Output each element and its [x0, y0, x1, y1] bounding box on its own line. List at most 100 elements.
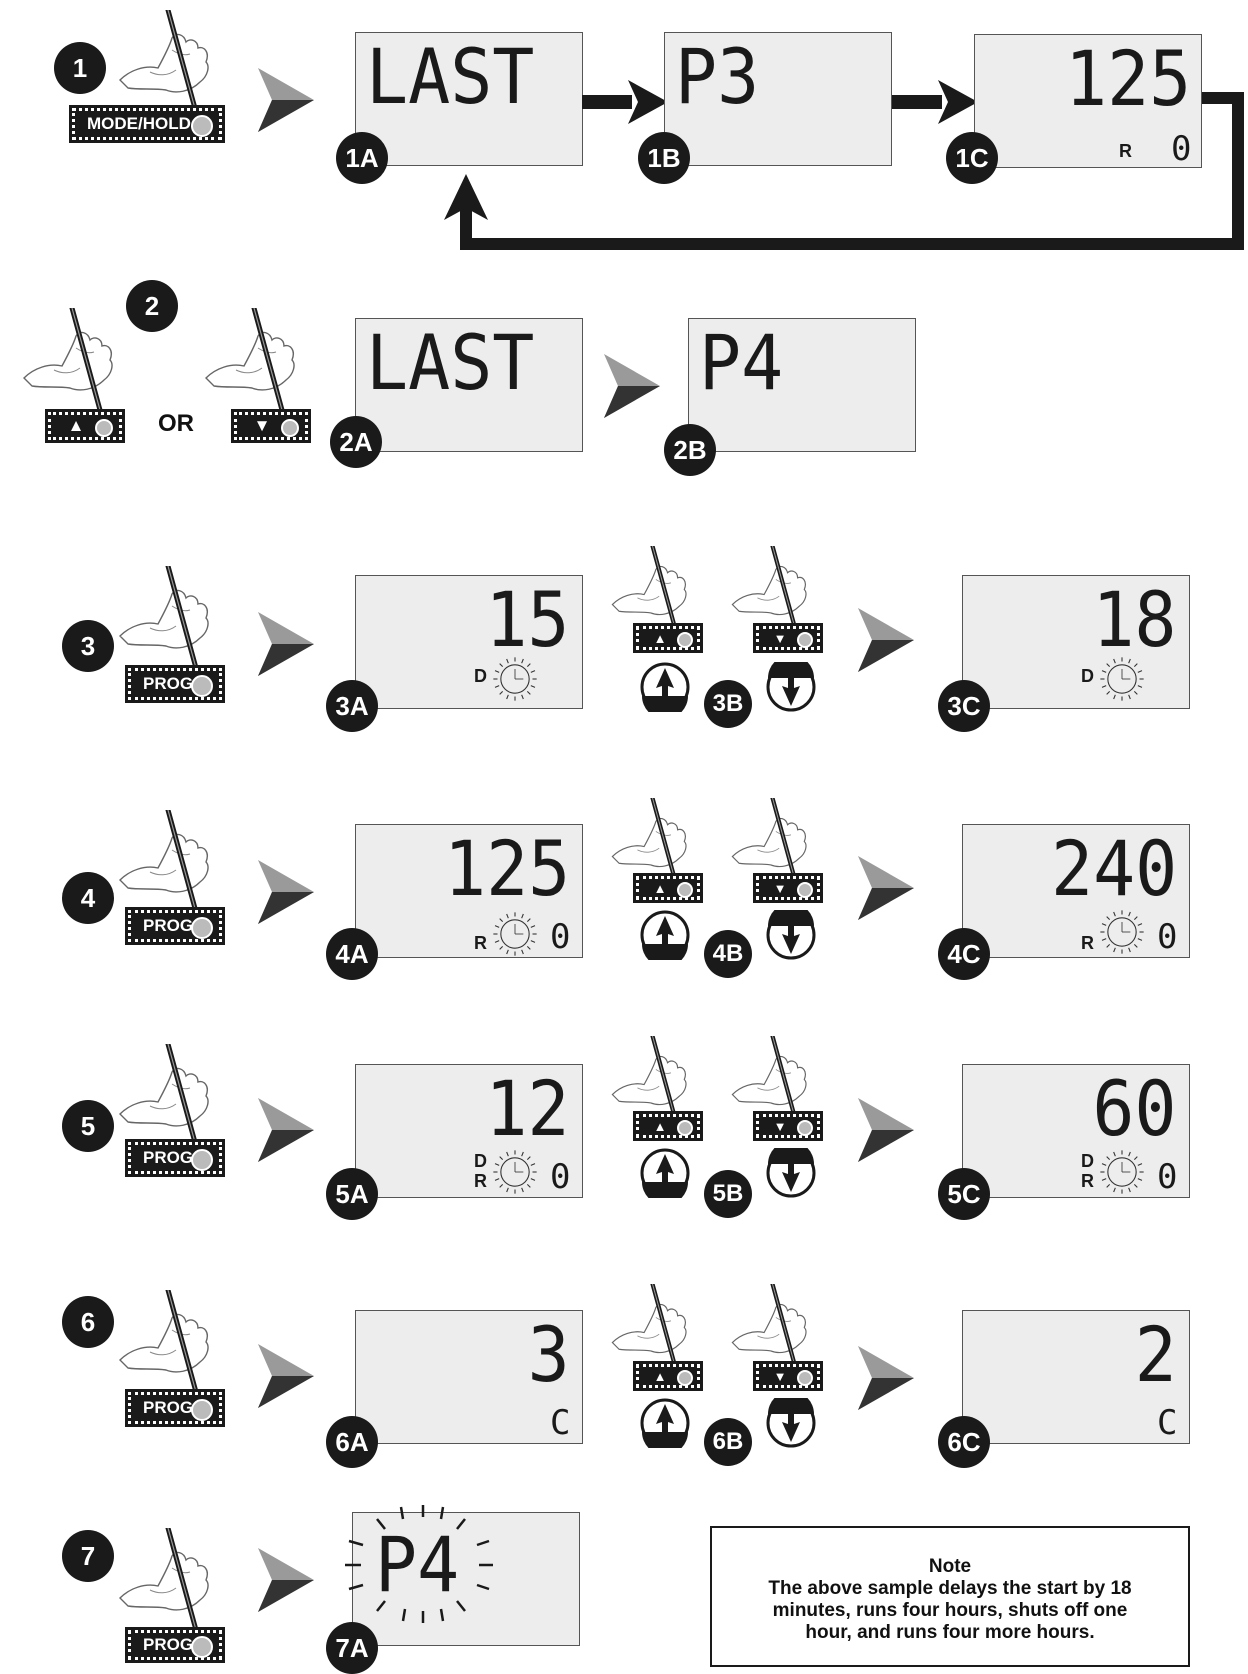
up-button-label: ▲: [654, 1119, 667, 1134]
prog-button[interactable]: PROG: [128, 910, 222, 942]
screen-3A: 15 D: [355, 575, 583, 709]
right-triangle-arrow-icon: [604, 354, 664, 420]
up-button[interactable]: ▲: [636, 1364, 700, 1388]
hand-with-stylus-icon: [724, 1284, 816, 1376]
screen-3A-badge: 3A: [326, 680, 378, 732]
screen-1A-badge: 1A: [336, 132, 388, 184]
hand-with-stylus-icon: [110, 810, 220, 920]
screen-3C-badge: 3C: [938, 680, 990, 732]
screen-5C-digit: 0: [1157, 1157, 1177, 1197]
up-arrow-circle-icon: [640, 662, 690, 712]
screen-5A-indicator-bottom: R: [474, 1171, 487, 1192]
right-triangle-arrow-icon: [858, 856, 918, 922]
screen-2A-text: LAST: [366, 325, 534, 401]
down-button[interactable]: ▼: [756, 626, 820, 650]
right-triangle-arrow-icon: [258, 1098, 318, 1164]
hand-with-stylus-icon: [724, 546, 816, 638]
screen-2A: LAST: [355, 318, 583, 452]
button-knob-icon: [191, 1149, 213, 1171]
right-triangle-arrow-icon: [858, 1098, 918, 1164]
or-label: OR: [158, 410, 194, 438]
button-knob-icon: [191, 917, 213, 939]
down-arrow-circle-icon: [766, 1148, 816, 1198]
screen-7A-badge: 7A: [326, 1622, 378, 1674]
screen-4C: 240 R 0: [962, 824, 1190, 958]
screen-6C-text: 2: [1135, 1317, 1177, 1393]
screen-6A-badge: 6A: [326, 1416, 378, 1468]
screen-4C-text: 240: [1051, 831, 1177, 907]
prog-button-label: PROG: [143, 1148, 193, 1168]
prog-button[interactable]: PROG: [128, 1392, 222, 1424]
prog-button[interactable]: PROG: [128, 668, 222, 700]
mode-hold-label: MODE/HOLD: [87, 114, 191, 134]
right-triangle-arrow-icon: [258, 1344, 318, 1410]
up-button[interactable]: ▲: [636, 876, 700, 900]
prog-button[interactable]: PROG: [128, 1142, 222, 1174]
screen-3B-badge: 3B: [704, 680, 752, 728]
screen-7A: P4: [352, 1512, 580, 1646]
screen-5A-indicator-top: D: [474, 1151, 487, 1172]
down-button[interactable]: ▼: [234, 412, 308, 440]
step-7-badge: 7: [62, 1530, 114, 1582]
screen-3C-text: 18: [1093, 582, 1177, 658]
button-knob-icon: [677, 882, 693, 898]
button-knob-icon: [797, 1120, 813, 1136]
up-arrow-circle-icon: [640, 1148, 690, 1198]
prog-button-label: PROG: [143, 674, 193, 694]
screen-4C-badge: 4C: [938, 928, 990, 980]
button-knob-icon: [677, 1370, 693, 1386]
screen-4A: 125 R 0: [355, 824, 583, 958]
step-4-badge: 4: [62, 872, 114, 924]
mode-hold-button[interactable]: MODE/HOLD: [72, 108, 222, 140]
up-button-label: ▲: [654, 631, 667, 646]
button-knob-icon: [677, 632, 693, 648]
screen-6C: 2 C: [962, 1310, 1190, 1444]
right-triangle-arrow-icon: [258, 68, 318, 134]
clock-icon: [490, 909, 540, 959]
prog-button-label: PROG: [143, 1635, 193, 1655]
screen-3C: 18 D: [962, 575, 1190, 709]
up-button-label: ▲: [654, 1369, 667, 1384]
screen-3C-indicator: D: [1081, 666, 1094, 687]
down-button-label: ▼: [774, 1369, 787, 1384]
step-3-badge: 3: [62, 620, 114, 672]
screen-5A: 12 D R 0: [355, 1064, 583, 1198]
button-knob-icon: [95, 419, 113, 437]
screen-4B-badge: 4B: [704, 930, 752, 978]
screen-6A-digit: C: [550, 1403, 570, 1443]
screen-2B-badge: 2B: [664, 424, 716, 476]
hand-with-stylus-icon: [110, 1290, 220, 1400]
right-triangle-arrow-icon: [858, 608, 918, 674]
button-knob-icon: [677, 1120, 693, 1136]
right-triangle-arrow-icon: [258, 1548, 318, 1614]
screen-5C-indicator-bottom: R: [1081, 1171, 1094, 1192]
note-box: Note The above sample delays the start b…: [710, 1526, 1190, 1667]
down-arrow-circle-icon: [766, 662, 816, 712]
hand-with-stylus-icon: [604, 546, 696, 638]
screen-5C-text: 60: [1093, 1071, 1177, 1147]
down-button[interactable]: ▼: [756, 1364, 820, 1388]
button-knob-icon: [797, 1370, 813, 1386]
button-knob-icon: [191, 1636, 213, 1658]
step-6-badge: 6: [62, 1296, 114, 1348]
screen-5C-indicator-top: D: [1081, 1151, 1094, 1172]
down-button[interactable]: ▼: [756, 1114, 820, 1138]
down-button[interactable]: ▼: [756, 876, 820, 900]
up-button[interactable]: ▲: [636, 626, 700, 650]
prog-button-label: PROG: [143, 916, 193, 936]
up-button[interactable]: ▲: [48, 412, 122, 440]
up-button[interactable]: ▲: [636, 1114, 700, 1138]
screen-6C-badge: 6C: [938, 1416, 990, 1468]
screen-4A-text: 125: [444, 831, 570, 907]
screen-6B-badge: 6B: [704, 1418, 752, 1466]
prog-button[interactable]: PROG: [128, 1630, 222, 1660]
button-knob-icon: [797, 882, 813, 898]
hand-with-stylus-icon: [14, 308, 124, 418]
hand-with-stylus-icon: [110, 1528, 220, 1638]
screen-4C-digit: 0: [1157, 917, 1177, 957]
step-1-badge: 1: [54, 42, 106, 94]
screen-6C-digit: C: [1157, 1403, 1177, 1443]
screen-4A-indicator: R: [474, 933, 487, 954]
button-knob-icon: [797, 632, 813, 648]
clock-icon: [490, 654, 540, 704]
